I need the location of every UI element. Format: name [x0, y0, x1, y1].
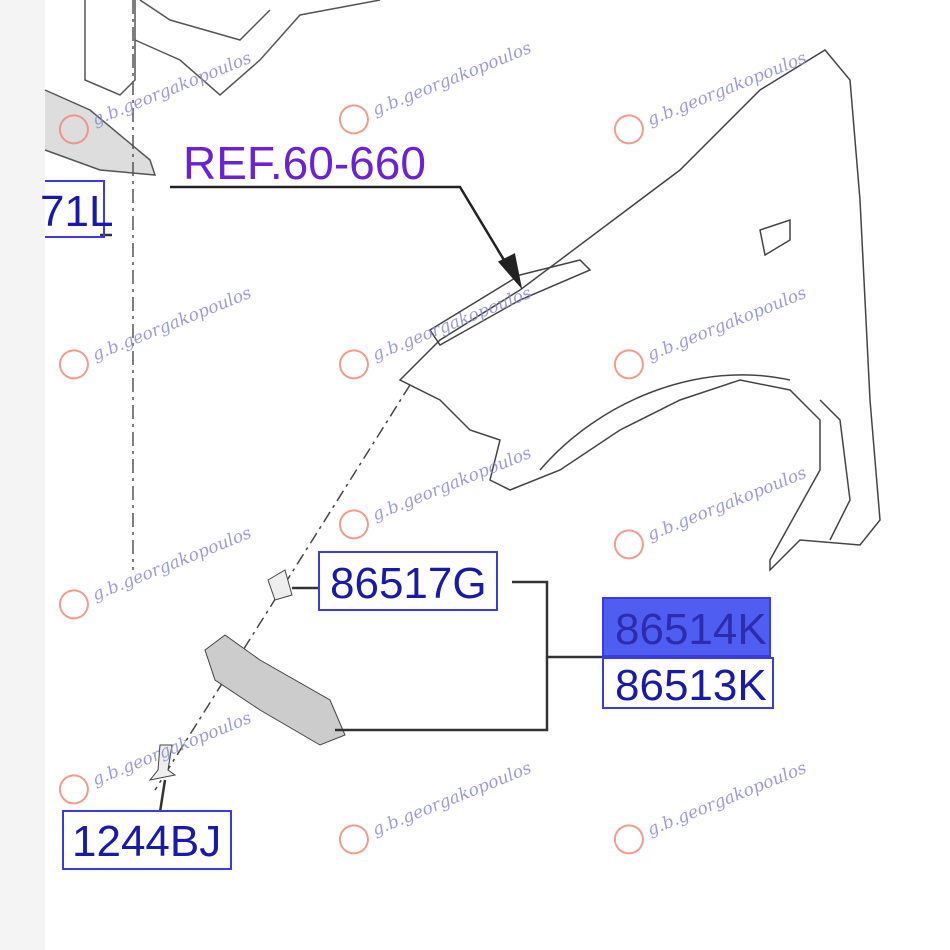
bracket-part	[204, 634, 346, 746]
screw-part	[148, 744, 177, 781]
ref-leader	[170, 185, 523, 290]
part-label-71l[interactable]: 71L	[40, 187, 114, 236]
part-label-86517g[interactable]: 86517G	[330, 559, 487, 608]
front-structure-drawing	[44, 0, 381, 570]
left-margin	[0, 0, 45, 950]
reference-label[interactable]: REF.60-660	[183, 137, 426, 189]
install-axis	[154, 384, 411, 791]
part-box-86517g[interactable]	[318, 551, 498, 611]
part-box-1244bj[interactable]	[62, 810, 232, 870]
clip-part	[267, 569, 293, 601]
fender-drawing	[398, 49, 881, 572]
part-box-86513k[interactable]	[602, 657, 774, 709]
leader-lines	[100, 233, 602, 813]
part-label-1244bj[interactable]: 1244BJ	[72, 817, 222, 866]
part-box-71l[interactable]	[45, 180, 105, 238]
part-label-86514k[interactable]: 86514K	[615, 605, 767, 654]
part-box-86514k-highlighted[interactable]	[602, 597, 771, 657]
part-label-86513k[interactable]: 86513K	[615, 661, 767, 710]
